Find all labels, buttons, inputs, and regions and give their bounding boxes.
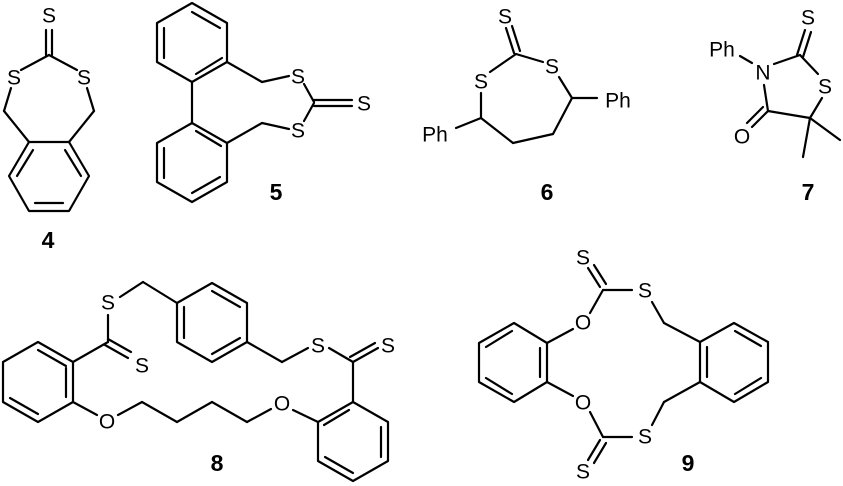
phenyl-group: Ph: [605, 90, 631, 113]
atom-s: S: [545, 56, 559, 79]
atom-s: S: [291, 120, 305, 143]
atom-s: S: [801, 7, 815, 30]
atom-o: O: [575, 392, 591, 415]
atom-s: S: [7, 67, 21, 90]
atom-s: S: [101, 292, 115, 315]
atom-o: O: [734, 126, 750, 149]
atom-o: O: [274, 393, 290, 416]
atom-s: S: [638, 280, 652, 303]
phenyl-group: Ph: [422, 124, 448, 147]
compound-7: S Ph N S O 7: [709, 7, 842, 205]
compound-label-7: 7: [802, 179, 815, 205]
compound-label-6: 6: [541, 179, 554, 205]
atom-o: O: [575, 312, 591, 335]
atom-s: S: [576, 247, 590, 270]
atom-n: N: [755, 62, 770, 85]
compound-label-4: 4: [42, 227, 55, 253]
compound-label-9: 9: [682, 450, 695, 476]
atom-s: S: [576, 461, 590, 484]
atom-s: S: [77, 67, 91, 90]
atom-s: S: [291, 66, 305, 89]
atom-s: S: [357, 93, 371, 116]
phenyl-group: Ph: [709, 39, 735, 62]
compound-label-8: 8: [211, 450, 224, 476]
atom-s: S: [474, 71, 488, 94]
atom-s: S: [638, 426, 652, 449]
atom-s: S: [498, 6, 512, 29]
compound-9: S S O O S S 9: [477, 247, 770, 484]
compound-4: S S S 4: [2, 5, 96, 253]
atom-s: S: [311, 335, 325, 358]
compound-5: S S S 5: [155, 1, 371, 205]
compound-label-5: 5: [270, 179, 283, 205]
atom-s: S: [381, 335, 395, 358]
atom-s: S: [42, 5, 56, 28]
atom-s: S: [135, 355, 149, 378]
atom-s: S: [818, 76, 832, 99]
compound-8: S S S S O O 8: [1, 280, 395, 483]
compound-6: S S S Ph Ph 6: [422, 6, 631, 206]
atom-o: O: [99, 411, 115, 434]
